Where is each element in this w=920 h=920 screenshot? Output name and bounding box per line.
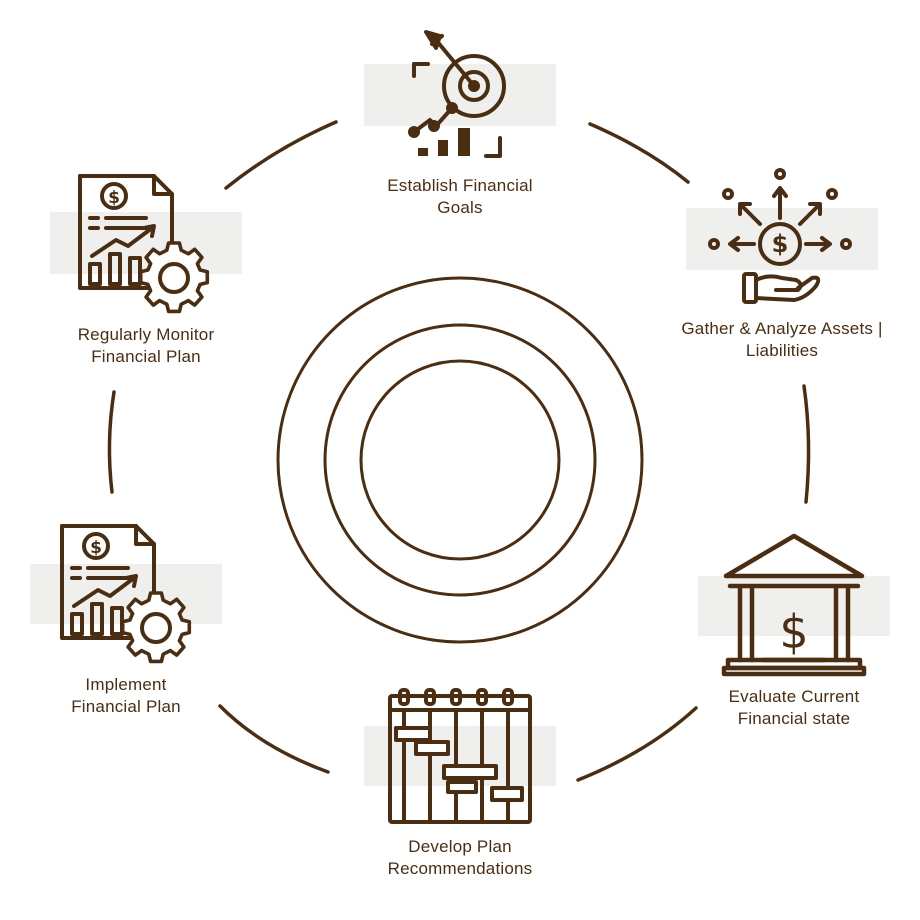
arc-implement-to-monitor (107, 390, 116, 494)
arc-monitor-to-goals (224, 120, 338, 190)
step-label-develop-plan: Develop Plan Recommendations (387, 837, 533, 878)
arc-assets-to-evaluate (802, 384, 811, 504)
center-ring-outer (276, 276, 644, 644)
svg-text:$: $ (779, 605, 808, 659)
arc-develop-to-implement (218, 704, 330, 774)
financial-report-gear-icon: $ (60, 524, 192, 664)
svg-text:$: $ (108, 188, 120, 208)
bank-icon: $ (721, 533, 867, 677)
hand-money-distribution-icon: $ (708, 168, 852, 304)
svg-text:$: $ (90, 538, 102, 558)
target-growth-icon (408, 30, 506, 158)
center-rings (276, 276, 644, 644)
center-ring-middle (323, 323, 597, 597)
step-label-gather-analyze: Gather & Analyze Assets | Liabilities (681, 319, 883, 360)
step-label-monitor-plan: Regularly Monitor Financial Plan (77, 325, 215, 366)
financial-report-gear-icon: $ (78, 174, 210, 314)
center-ring-inner (359, 359, 561, 561)
gantt-calendar-icon (388, 688, 532, 824)
arc-evaluate-to-develop (576, 706, 698, 782)
svg-text:$: $ (772, 230, 789, 258)
outer-ring-arcs (107, 120, 811, 782)
step-band (364, 64, 556, 126)
step-label-establish-goals: Establish Financial Goals (387, 176, 533, 217)
step-label-implement-plan: Implement Financial Plan (71, 675, 181, 716)
arc-goals-to-assets (588, 122, 690, 184)
step-label-evaluate-current: Evaluate Current Financial state (728, 687, 860, 728)
